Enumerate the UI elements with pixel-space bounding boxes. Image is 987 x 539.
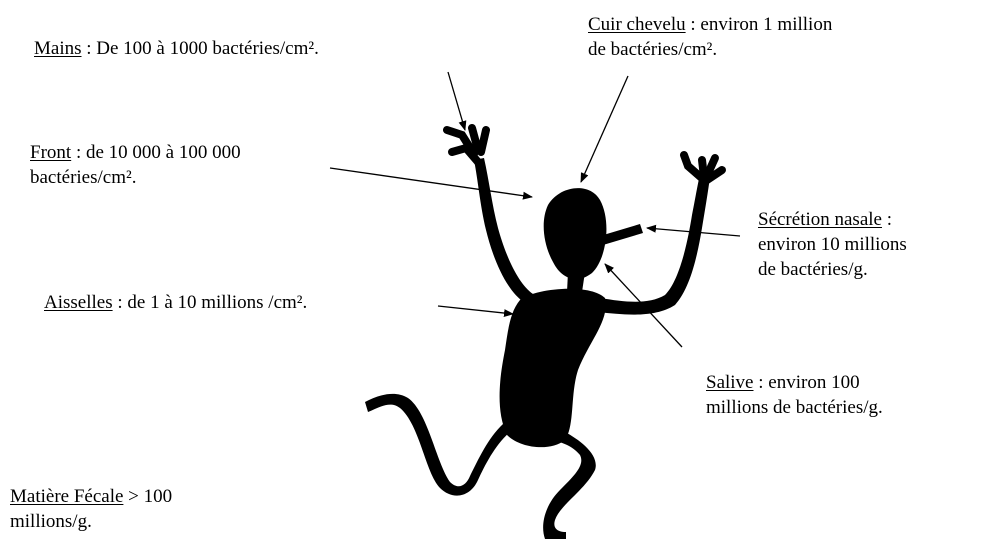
label-cuir-chevelu: Cuir chevelu : environ 1 million de bact…	[588, 12, 832, 62]
label-matiere-fecale: Matière Fécale > 100 millions/g.	[10, 484, 172, 534]
figure-right-arm	[598, 175, 710, 315]
label-salive: Salive : environ 100 millions de bactéri…	[706, 370, 883, 420]
term-mains: Mains	[34, 38, 82, 59]
arrow-front	[330, 168, 532, 197]
figure-left-hand	[447, 128, 486, 162]
text-aisselles: : de 1 à 10 millions /cm².	[113, 292, 308, 313]
arrow-aisselles	[438, 306, 513, 314]
figure-right-hand	[684, 155, 722, 180]
text-secretion-nasale-3: de bactéries/g.	[758, 257, 907, 282]
label-aisselles: Aisselles : de 1 à 10 millions /cm².	[44, 290, 307, 315]
text-mains: : De 100 à 1000 bactéries/cm².	[82, 38, 319, 59]
text-front-1: : de 10 000 à 100 000	[71, 142, 240, 163]
label-secretion-nasale: Sécrétion nasale : environ 10 millions d…	[758, 207, 907, 282]
term-salive: Salive	[706, 372, 754, 393]
text-salive-2: millions de bactéries/g.	[706, 395, 883, 420]
arrow-cuir-chevelu	[581, 76, 628, 182]
figure-torso	[500, 289, 606, 447]
figure-head	[544, 188, 607, 279]
text-salive-1: : environ 100	[754, 372, 860, 393]
text-matiere-fecale-2: millions/g.	[10, 509, 172, 534]
text-cuir-chevelu-2: de bactéries/cm².	[588, 37, 832, 62]
figure-left-arm	[474, 158, 533, 303]
text-secretion-nasale-2: environ 10 millions	[758, 232, 907, 257]
arrow-mains	[448, 72, 465, 130]
label-front: Front : de 10 000 à 100 000 bactéries/cm…	[30, 140, 241, 190]
term-matiere-fecale: Matière Fécale	[10, 486, 123, 507]
figure-nose	[600, 224, 643, 245]
figure-left-leg	[365, 394, 510, 496]
term-cuir-chevelu: Cuir chevelu	[588, 14, 686, 35]
text-front-2: bactéries/cm².	[30, 165, 241, 190]
term-front: Front	[30, 142, 71, 163]
text-cuir-chevelu-1: : environ 1 million	[686, 14, 833, 35]
term-aisselles: Aisselles	[44, 292, 113, 313]
term-secretion-nasale: Sécrétion nasale	[758, 209, 882, 230]
figure-right-leg	[543, 432, 596, 539]
label-mains: Mains : De 100 à 1000 bactéries/cm².	[34, 36, 319, 61]
text-secretion-nasale-1: :	[882, 209, 892, 230]
text-matiere-fecale-1: > 100	[123, 486, 172, 507]
